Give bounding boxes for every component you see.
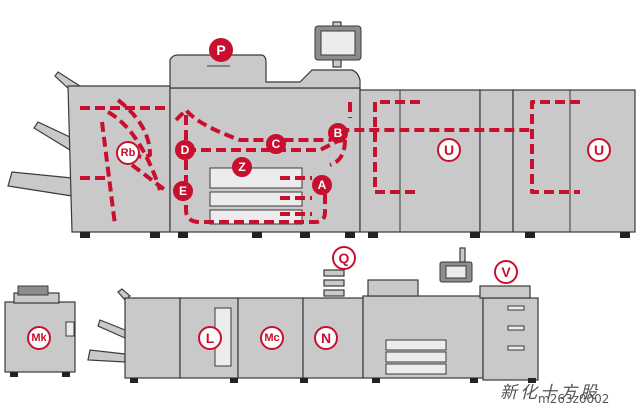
finisher-tray-bottom — [87, 349, 126, 363]
finisher-tray-top — [117, 288, 131, 301]
badge-P: P — [209, 38, 233, 62]
badge-U-left: U — [437, 138, 461, 162]
printer-top-housing — [169, 54, 361, 89]
foot — [130, 378, 138, 383]
badge-Rb: Rb — [116, 141, 140, 165]
badge-L: L — [198, 326, 222, 350]
foot — [300, 378, 308, 383]
bottom-tray-2 — [385, 351, 447, 363]
foot — [150, 232, 160, 238]
badge-Q: Q — [332, 246, 356, 270]
watermark-site: 新化十方股 — [500, 383, 600, 403]
badge-label: P — [216, 42, 225, 58]
badge-label: B — [334, 126, 343, 140]
badge-label: U — [594, 142, 604, 158]
foot — [62, 372, 70, 377]
badge-label: D — [181, 143, 190, 157]
badge-U-right: U — [587, 138, 611, 162]
bottom-finisher-body — [124, 297, 181, 379]
badge-label: U — [444, 142, 454, 158]
badge-A: A — [312, 175, 332, 195]
foot — [620, 232, 630, 238]
badge-label: Q — [339, 250, 350, 266]
badge-Z: Z — [232, 157, 252, 177]
badge-N: N — [314, 326, 338, 350]
foot — [372, 378, 380, 383]
watermark-code: m263z0002 — [538, 392, 610, 406]
badge-label: Mc — [264, 332, 279, 344]
mk-unit-handle — [65, 321, 75, 337]
badge-Mk: Mk — [27, 326, 51, 350]
badge-label: A — [318, 178, 327, 192]
badge-B: B — [328, 123, 348, 143]
finisher-tray-middle — [33, 121, 73, 151]
mk-unit-cap — [17, 285, 49, 296]
badge-label: Rb — [121, 147, 136, 159]
bottom-panel-arm — [459, 247, 466, 263]
feeder-handle — [507, 325, 525, 331]
sheet-stack — [323, 279, 345, 287]
feeder-unit-2 — [479, 89, 514, 233]
badge-label: N — [321, 330, 331, 346]
foot — [470, 378, 478, 383]
foot — [300, 232, 310, 238]
foot — [345, 232, 355, 238]
foot — [368, 232, 378, 238]
bottom-tray-3 — [385, 363, 447, 375]
badge-E: E — [173, 181, 193, 201]
badge-label: Mk — [31, 332, 47, 344]
bottom-feeder-top — [479, 285, 531, 299]
sheet-stack — [323, 289, 345, 297]
bottom-tray-1 — [385, 339, 447, 351]
foot — [525, 232, 535, 238]
badge-V: V — [494, 260, 518, 284]
foot — [178, 232, 188, 238]
badge-label: Z — [238, 160, 245, 174]
sheet-stack — [323, 269, 345, 277]
feeder-handle — [507, 345, 525, 351]
secondary-printer-unit — [87, 247, 539, 383]
foot — [10, 372, 18, 377]
bottom-control-screen — [445, 265, 467, 279]
bottom-printer-top — [367, 279, 419, 297]
main-printer-unit — [7, 21, 636, 238]
foot — [80, 232, 90, 238]
control-panel-screen — [320, 30, 356, 56]
badge-label: V — [501, 264, 511, 280]
feeder-unit-1 — [359, 89, 481, 233]
badge-label: E — [179, 184, 187, 198]
finisher-tray-bottom — [7, 171, 73, 197]
badge-label: C — [272, 137, 281, 151]
foot — [230, 378, 238, 383]
foot — [470, 232, 480, 238]
badge-C: C — [266, 134, 286, 154]
bottom-feeder — [482, 297, 539, 381]
foot — [252, 232, 262, 238]
badge-label: L — [206, 330, 215, 346]
badge-D: D — [175, 140, 195, 160]
badge-Mc: Mc — [260, 326, 284, 350]
feeder-handle — [507, 305, 525, 311]
finisher-tray-middle — [97, 319, 126, 339]
foot — [528, 378, 536, 383]
